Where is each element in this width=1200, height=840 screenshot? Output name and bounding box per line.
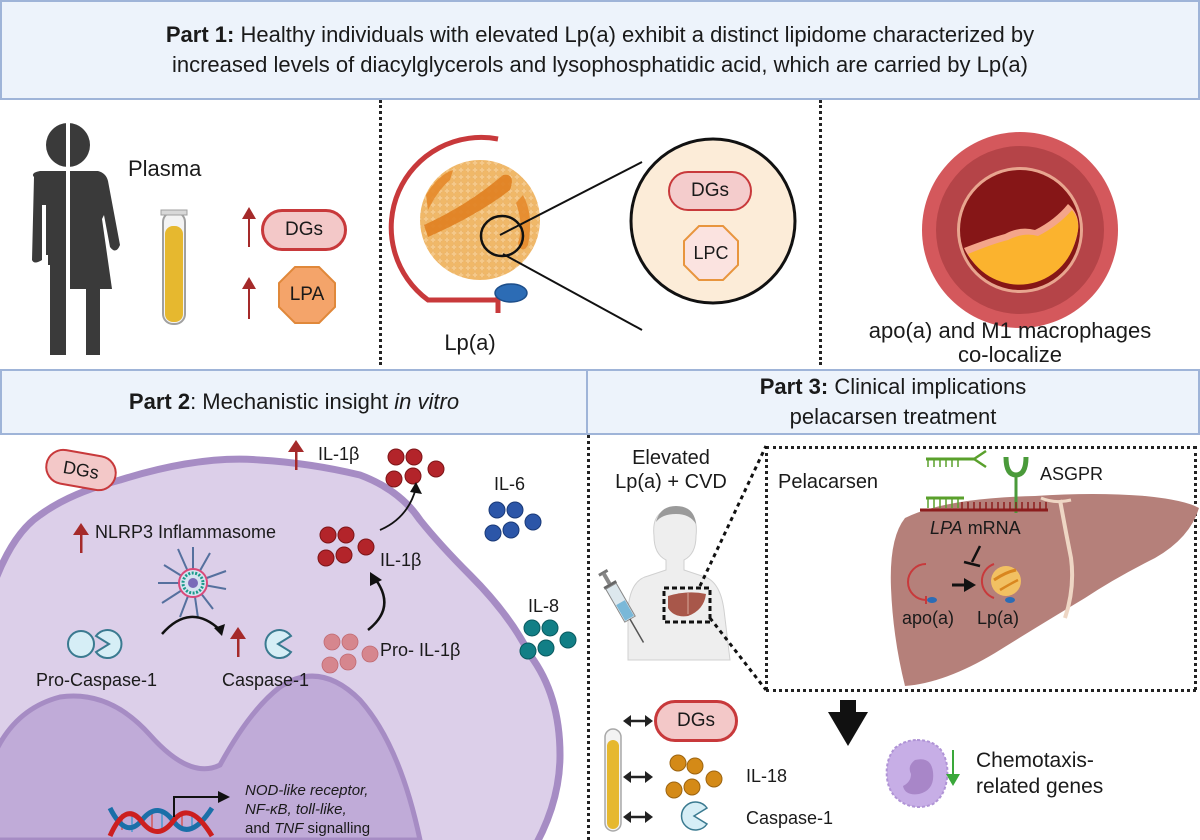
patient-body-icon — [627, 506, 731, 661]
pro-caspase-icon — [67, 629, 123, 659]
macrophage-icon — [885, 738, 949, 808]
artery-plaque-icon — [922, 132, 1118, 328]
lpa-mrna-icon — [920, 496, 1048, 512]
caspase-plasma-label: Caspase-1 — [746, 808, 834, 828]
dna-icon — [107, 806, 215, 838]
lpa-particle-label: Lp(a) — [444, 330, 496, 355]
pelacarsen-box-top — [766, 446, 1196, 449]
part3-header-line1: Clinical implications — [828, 374, 1027, 399]
pelacarsen-box-bottom — [766, 689, 1196, 692]
part1-header: Part 1: Healthy individuals with elevate… — [0, 0, 1200, 100]
dgs-badge: DGs — [261, 209, 347, 251]
plasma-tube-icon — [604, 728, 622, 832]
lpa-mrna-text: mRNA — [962, 518, 1021, 538]
lpa-label: LPA — [289, 284, 325, 305]
divider-part1-right — [819, 100, 822, 365]
activation-arrow — [161, 615, 225, 636]
zoom-connector-lines — [698, 445, 768, 691]
il18-cluster — [665, 754, 723, 799]
lpa-octagon — [278, 266, 336, 324]
part3-header-bold: Part 3: — [759, 374, 829, 399]
pelacarsen-box-right — [1194, 446, 1197, 690]
artery-caption-line2: co-localize — [958, 342, 1062, 367]
transcription-arrow — [173, 791, 230, 817]
lpa-mrna-italic: LPA — [930, 518, 963, 538]
pro-il1b-cluster — [321, 633, 379, 674]
lpa-mrna-label: LPA mRNA — [930, 516, 1021, 541]
signalling-line2: NF-κB, toll-like, — [245, 801, 347, 818]
caspase-label: Caspase-1 — [222, 670, 310, 690]
part3-header-line2: pelacarsen treatment — [789, 404, 997, 429]
lpa-small-icon — [980, 563, 1021, 603]
dgs-plasma-badge: DGs — [654, 700, 738, 742]
caspase-icon — [264, 629, 293, 659]
nlrp3-label: NLRP3 Inflammasome — [95, 522, 277, 542]
il1b-secreted-label: IL-1β — [318, 444, 360, 464]
part2-header-bold: Part 2 — [128, 389, 191, 414]
down-arrow-icon — [946, 750, 960, 786]
up-arrow-icon — [242, 277, 256, 319]
aso-oligo-icon — [926, 449, 987, 469]
double-arrow-icon — [623, 715, 653, 727]
asgpr-label: ASGPR — [1040, 464, 1104, 484]
lpc-octagon — [683, 225, 739, 281]
maturation-arrow — [367, 572, 386, 631]
pro-caspase-label: Pro-Caspase-1 — [36, 670, 158, 690]
part3-header: Part 3: Clinical implications pelacarsen… — [586, 369, 1200, 435]
part1-header-line2: increased levels of diacylglycerols and … — [171, 52, 1028, 77]
zoom-lines — [499, 161, 643, 331]
il1b-label: IL-1β — [380, 550, 422, 570]
pelacarsen-label: Pelacarsen — [778, 471, 879, 493]
chemotaxis-line2: related genes — [976, 775, 1104, 798]
up-arrow-icon — [73, 523, 89, 553]
divider-part2-part3 — [587, 435, 590, 840]
double-arrow-icon — [623, 771, 653, 783]
il18-label: IL-18 — [746, 766, 788, 786]
part2-header-italic: in vitro — [394, 389, 460, 414]
signalling-line1: NOD-like receptor, — [245, 782, 369, 799]
pelacarsen-box-left — [765, 446, 768, 690]
patient-label-line1: Elevated — [632, 447, 710, 469]
signalling-line3: and TNF signalling — [245, 819, 370, 838]
chemotaxis-line1: Chemotaxis- — [976, 749, 1094, 772]
il1b-secreted-cluster — [385, 448, 445, 488]
divider-part1-left — [379, 100, 382, 365]
il1b-cluster — [317, 526, 375, 567]
patient-label-line2: Lp(a) + CVD — [615, 471, 727, 493]
syringe-icon — [598, 568, 645, 643]
up-arrow-icon — [230, 627, 246, 657]
zoom-dgs-badge: DGs — [668, 171, 752, 211]
signalling-line3-post: signalling — [303, 820, 371, 837]
big-down-arrow-icon — [828, 700, 868, 746]
part2-header-text: : Mechanistic insight — [190, 389, 395, 414]
signalling-line3-pre: and — [245, 820, 275, 837]
part2-header: Part 2: Mechanistic insight in vitro — [0, 369, 588, 435]
test-tube-icon — [160, 209, 188, 325]
lpa-label-small: Lp(a) — [977, 608, 1020, 628]
secretion-arrow — [379, 482, 422, 531]
il6-cluster — [484, 501, 542, 542]
part1-header-bold: Part 1: — [165, 22, 235, 47]
il8-label: IL-8 — [528, 596, 560, 616]
il6-label: IL-6 — [494, 474, 526, 494]
inhibition-icon — [963, 545, 982, 568]
signalling-line3-ital: TNF — [274, 820, 304, 837]
part1-header-line1: Healthy individuals with elevated Lp(a) … — [234, 22, 1035, 47]
double-arrow-icon — [623, 811, 653, 823]
il8-cluster — [519, 619, 577, 660]
pro-il1b-label: Pro- IL-1β — [380, 640, 461, 660]
inflammasome-icon — [158, 547, 227, 619]
up-arrow-icon — [288, 440, 304, 470]
lpc-label: LPC — [693, 243, 729, 263]
apoa-small-icon — [907, 563, 937, 604]
plasma-label: Plasma — [128, 156, 202, 181]
person-icon — [32, 115, 120, 355]
apoa-label: apo(a) — [902, 608, 955, 628]
liver-icon — [890, 494, 1199, 686]
artery-caption-line1: apo(a) and M1 macrophages — [868, 318, 1152, 343]
up-arrow-icon — [242, 207, 256, 247]
caspase-plasma-icon — [680, 801, 709, 831]
assembly-arrow — [952, 578, 976, 592]
